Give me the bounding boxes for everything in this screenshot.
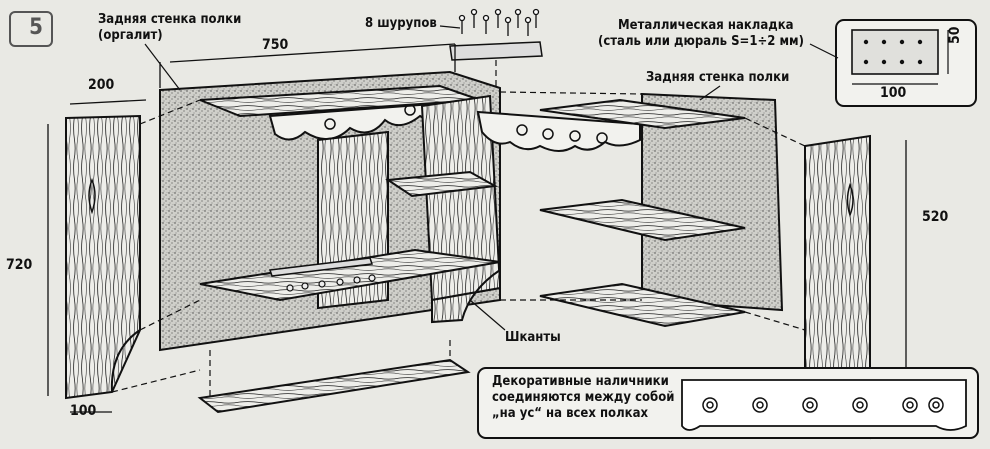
label-dowels: Шканты xyxy=(505,330,561,345)
decorative-trim-piece xyxy=(476,110,641,152)
dim-plate-height: 50 xyxy=(947,26,963,44)
note-line-3: „на ус“ на всех полках xyxy=(492,406,649,421)
left-side-panel xyxy=(65,114,141,400)
leader-lines xyxy=(144,25,839,331)
baluster-rail xyxy=(286,274,376,292)
right-shelves xyxy=(539,98,746,328)
label-screws: 8 шурупов xyxy=(365,16,437,31)
label-back-wall-left-material: (оргалит) xyxy=(98,28,163,43)
dim-height-left: 720 xyxy=(6,257,33,273)
label-back-wall-left: Задняя стенка полки xyxy=(98,12,242,27)
note-line-1: Декоративные наличники xyxy=(492,374,669,389)
middle-shelf xyxy=(385,170,499,198)
dim-depth-top: 200 xyxy=(88,77,115,93)
bottom-board xyxy=(197,358,471,414)
screws xyxy=(458,8,540,36)
label-metal-plate: Металлическая накладка xyxy=(618,18,794,33)
dim-width-top: 750 xyxy=(262,37,289,53)
dim-height-right: 520 xyxy=(922,209,949,225)
lower-bracket xyxy=(431,268,501,324)
dim-plate-width: 100 xyxy=(880,85,907,101)
label-metal-plate-spec: (сталь или дюраль S=1÷2 мм) xyxy=(598,34,804,49)
figure-number-badge xyxy=(9,11,53,47)
figure-number: 5 xyxy=(29,15,43,40)
label-back-wall-right: Задняя стенка полки xyxy=(646,70,790,85)
note-line-2: соединяются между собой xyxy=(492,390,675,405)
plate-detail-inset xyxy=(835,19,977,107)
lower-shelf xyxy=(199,248,501,302)
assembly-guide-lines xyxy=(111,60,806,398)
metal-plate xyxy=(449,41,543,61)
dim-depth-bottom: 100 xyxy=(70,403,97,419)
note-box xyxy=(477,367,979,439)
